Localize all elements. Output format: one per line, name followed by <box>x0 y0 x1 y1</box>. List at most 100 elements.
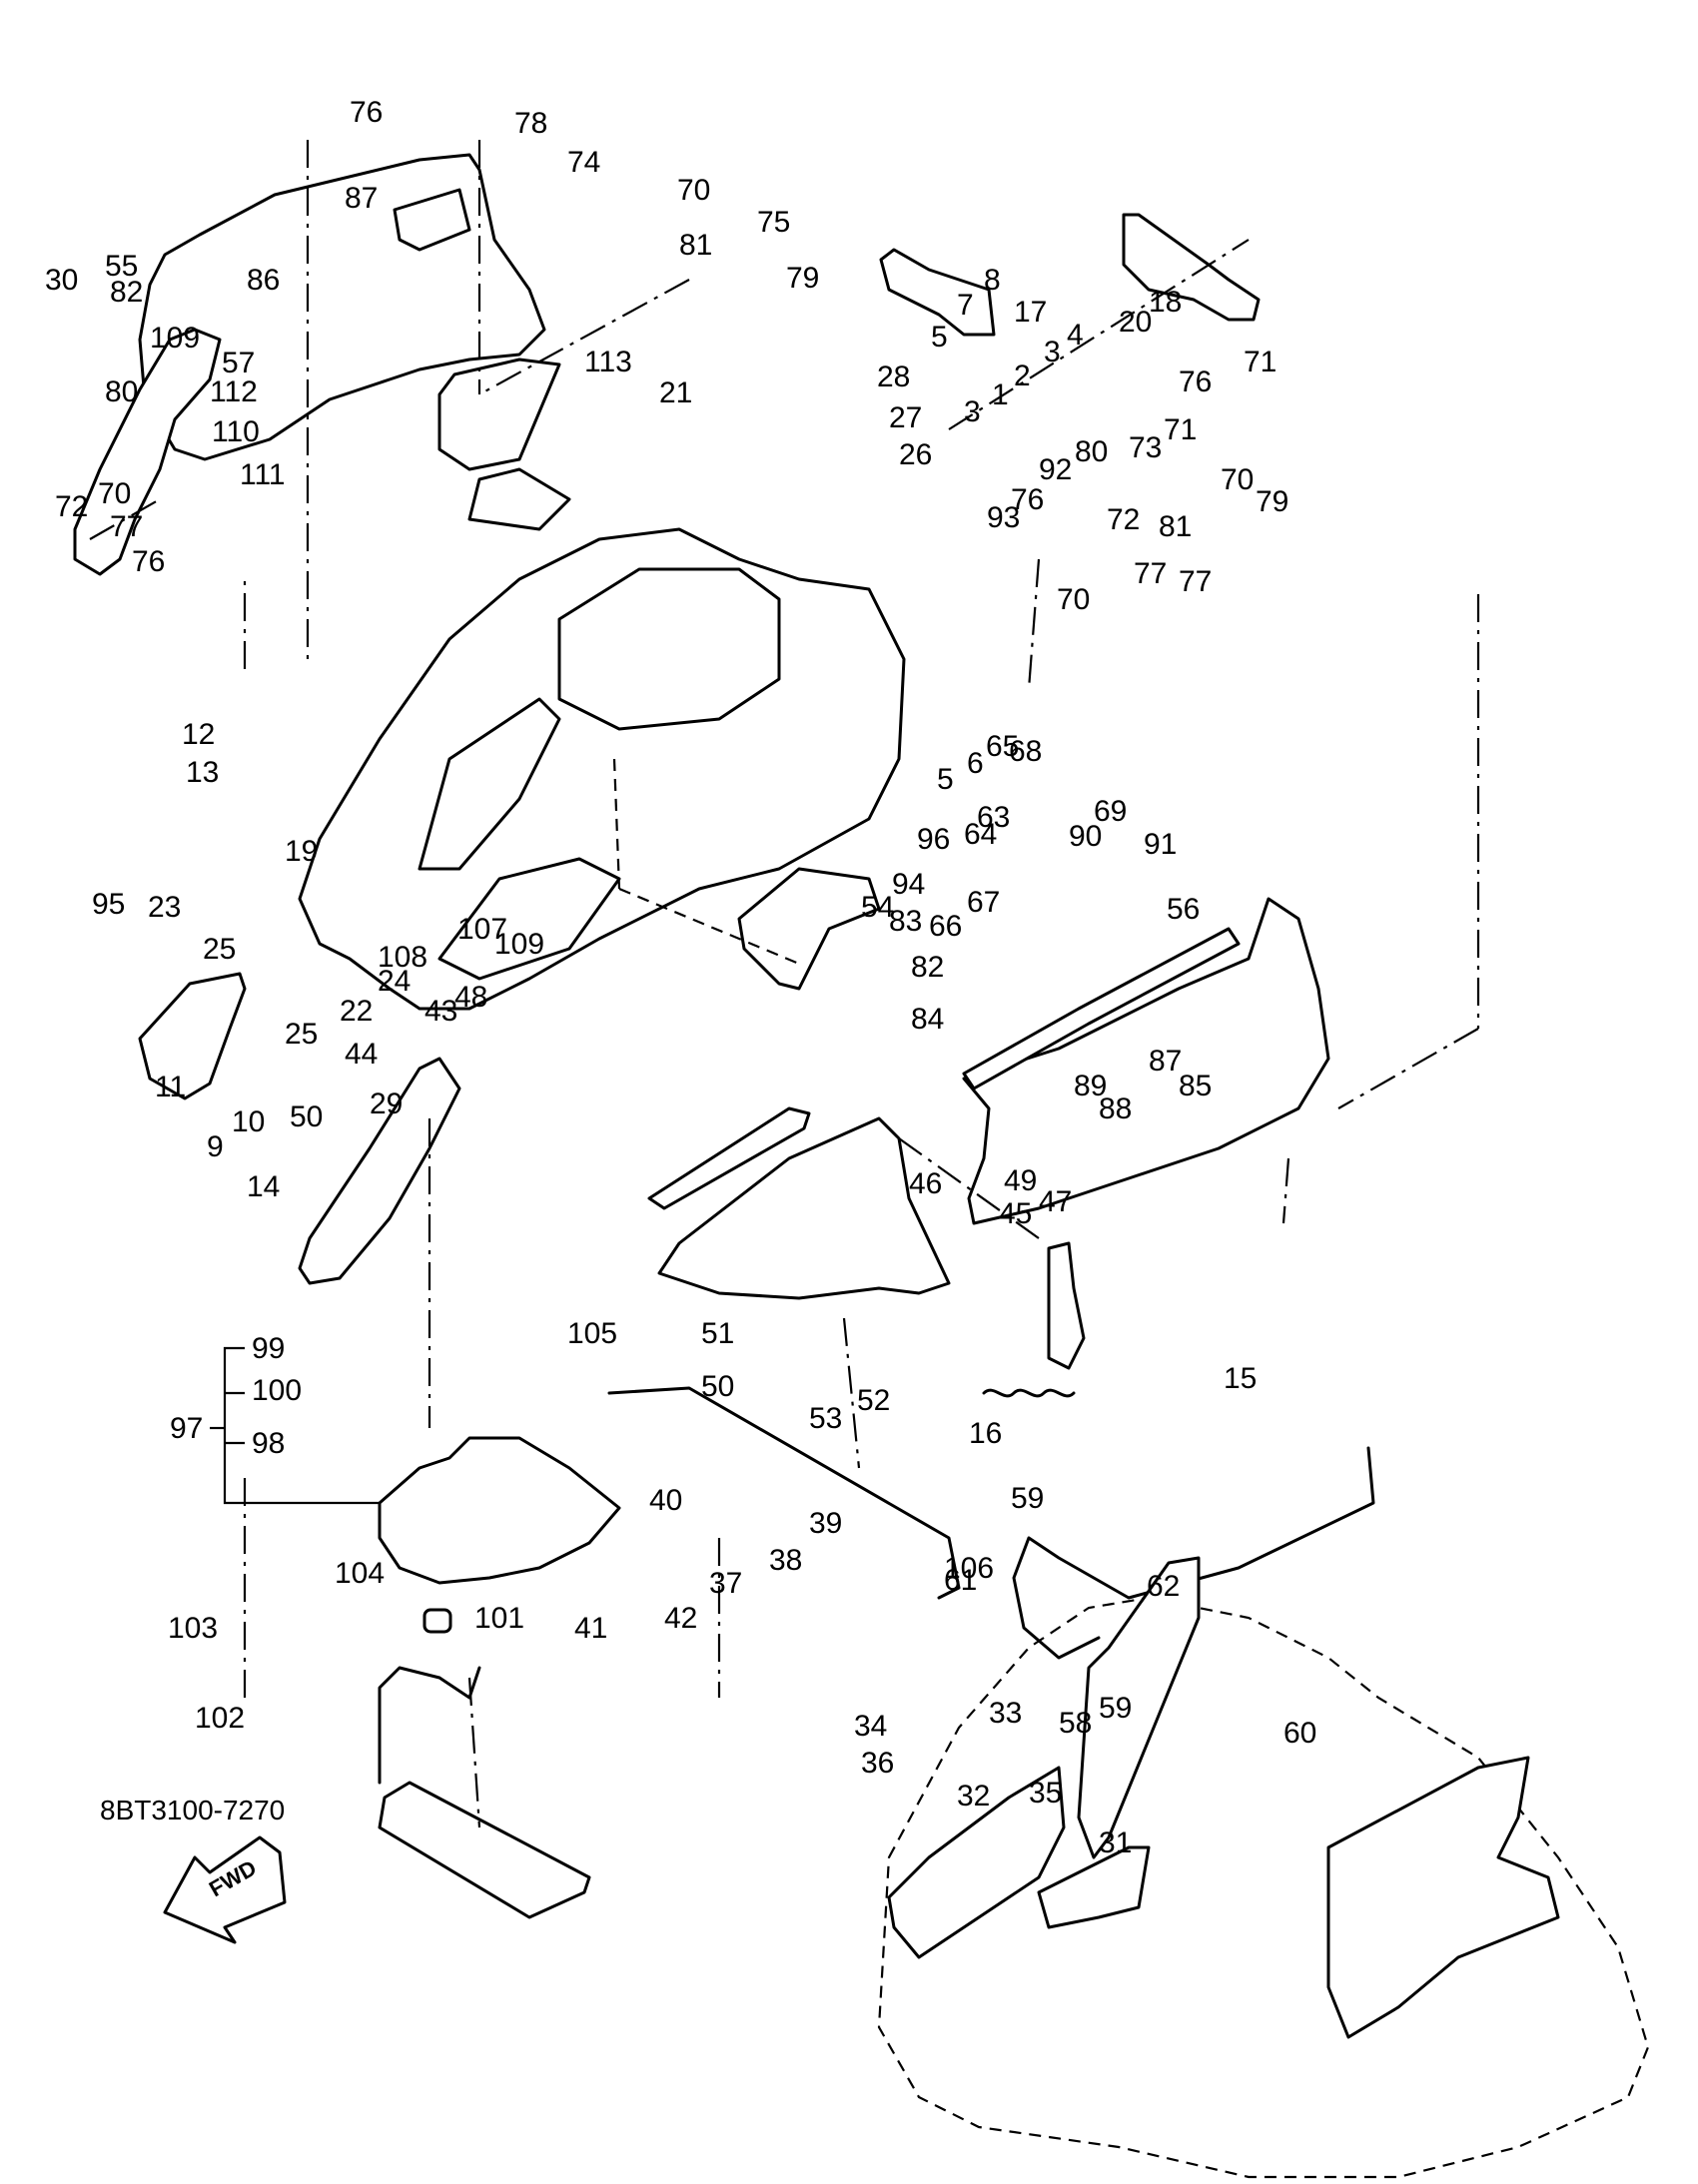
callout-58[interactable]: 58 <box>1059 1707 1092 1740</box>
callout-84[interactable]: 84 <box>911 1003 944 1036</box>
callout-62[interactable]: 62 <box>1147 1570 1180 1603</box>
callout-88[interactable]: 88 <box>1099 1092 1132 1125</box>
callout-94[interactable]: 94 <box>892 868 925 901</box>
callout-18[interactable]: 18 <box>1149 286 1182 319</box>
callout-112[interactable]: 112 <box>210 375 258 408</box>
callout-83[interactable]: 83 <box>889 905 922 938</box>
callout-98[interactable]: 98 <box>252 1427 285 1460</box>
callout-48[interactable]: 48 <box>454 981 487 1014</box>
callout-8[interactable]: 8 <box>984 264 1001 297</box>
callout-25[interactable]: 25 <box>285 1018 318 1051</box>
callout-7[interactable]: 7 <box>957 289 974 322</box>
callout-99[interactable]: 99 <box>252 1332 285 1365</box>
callout-105[interactable]: 105 <box>567 1317 617 1350</box>
callout-14[interactable]: 14 <box>247 1170 280 1203</box>
callout-71[interactable]: 71 <box>1164 413 1197 446</box>
callout-72[interactable]: 72 <box>1107 503 1140 536</box>
callout-106[interactable]: 106 <box>944 1552 994 1585</box>
callout-16[interactable]: 16 <box>969 1417 1002 1450</box>
callout-60[interactable]: 60 <box>1283 1717 1316 1750</box>
callout-3[interactable]: 3 <box>964 395 981 428</box>
callout-66[interactable]: 66 <box>929 910 962 943</box>
callout-11[interactable]: 11 <box>155 1071 186 1103</box>
callout-87[interactable]: 87 <box>1149 1045 1182 1078</box>
callout-33[interactable]: 33 <box>989 1697 1022 1730</box>
callout-19[interactable]: 19 <box>285 835 318 868</box>
callout-47[interactable]: 47 <box>1039 1185 1072 1218</box>
callout-81[interactable]: 81 <box>679 229 712 262</box>
callout-76[interactable]: 76 <box>132 545 165 578</box>
callout-38[interactable]: 38 <box>769 1544 802 1577</box>
callout-101[interactable]: 101 <box>474 1602 524 1635</box>
callout-23[interactable]: 23 <box>148 891 181 924</box>
callout-39[interactable]: 39 <box>809 1507 842 1540</box>
callout-95[interactable]: 95 <box>92 888 125 921</box>
callout-82[interactable]: 82 <box>110 276 143 309</box>
callout-76[interactable]: 76 <box>1011 483 1044 516</box>
callout-20[interactable]: 20 <box>1119 306 1152 339</box>
callout-97[interactable]: 97 <box>170 1412 203 1445</box>
callout-26[interactable]: 26 <box>899 438 932 471</box>
callout-51[interactable]: 51 <box>701 1317 734 1350</box>
callout-9[interactable]: 9 <box>207 1130 224 1163</box>
callout-32[interactable]: 32 <box>957 1780 990 1813</box>
callout-50[interactable]: 50 <box>290 1100 323 1133</box>
callout-42[interactable]: 42 <box>664 1602 697 1635</box>
callout-43[interactable]: 43 <box>424 995 457 1028</box>
callout-72[interactable]: 72 <box>55 490 88 523</box>
callout-70[interactable]: 70 <box>1057 583 1090 616</box>
callout-65[interactable]: 65 <box>986 730 1019 763</box>
callout-79[interactable]: 79 <box>786 262 819 295</box>
callout-40[interactable]: 40 <box>649 1484 682 1517</box>
callout-22[interactable]: 22 <box>340 995 373 1028</box>
callout-111[interactable]: 111 <box>240 458 286 491</box>
callout-96[interactable]: 96 <box>917 823 950 856</box>
callout-81[interactable]: 81 <box>1159 510 1192 543</box>
callout-50[interactable]: 50 <box>701 1370 734 1403</box>
callout-80[interactable]: 80 <box>105 375 138 408</box>
callout-91[interactable]: 91 <box>1144 828 1177 861</box>
callout-92[interactable]: 92 <box>1039 453 1072 486</box>
callout-59[interactable]: 59 <box>1099 1692 1132 1725</box>
callout-109[interactable]: 109 <box>150 322 200 355</box>
callout-73[interactable]: 73 <box>1129 431 1162 464</box>
callout-108[interactable]: 108 <box>378 941 427 974</box>
callout-100[interactable]: 100 <box>252 1374 302 1407</box>
callout-75[interactable]: 75 <box>757 206 790 239</box>
callout-12[interactable]: 12 <box>182 718 215 751</box>
callout-77[interactable]: 77 <box>1134 557 1167 590</box>
callout-31[interactable]: 31 <box>1099 1826 1132 1859</box>
callout-41[interactable]: 41 <box>574 1612 607 1645</box>
callout-71[interactable]: 71 <box>1244 346 1276 378</box>
callout-107[interactable]: 107 <box>457 913 507 946</box>
callout-90[interactable]: 90 <box>1069 820 1102 853</box>
callout-55[interactable]: 55 <box>105 250 138 283</box>
callout-15[interactable]: 15 <box>1224 1362 1257 1395</box>
callout-59[interactable]: 59 <box>1011 1482 1044 1515</box>
callout-17[interactable]: 17 <box>1014 296 1047 329</box>
callout-1[interactable]: 1 <box>992 378 1009 411</box>
callout-24[interactable]: 24 <box>378 965 411 998</box>
callout-46[interactable]: 46 <box>909 1167 942 1200</box>
callout-68[interactable]: 68 <box>1009 735 1042 768</box>
callout-93[interactable]: 93 <box>987 501 1020 534</box>
callout-61[interactable]: 61 <box>944 1564 977 1597</box>
callout-52[interactable]: 52 <box>857 1384 890 1417</box>
callout-27[interactable]: 27 <box>889 401 922 434</box>
callout-85[interactable]: 85 <box>1179 1070 1212 1102</box>
callout-35[interactable]: 35 <box>1029 1777 1062 1810</box>
callout-102[interactable]: 102 <box>195 1702 245 1735</box>
callout-36[interactable]: 36 <box>861 1747 894 1780</box>
callout-110[interactable]: 110 <box>212 415 260 448</box>
callout-104[interactable]: 104 <box>335 1557 385 1590</box>
callout-64[interactable]: 64 <box>964 818 997 851</box>
callout-54[interactable]: 54 <box>861 891 894 924</box>
callout-89[interactable]: 89 <box>1074 1070 1107 1102</box>
callout-29[interactable]: 29 <box>370 1088 403 1120</box>
callout-5[interactable]: 5 <box>937 763 954 796</box>
callout-87[interactable]: 87 <box>345 182 378 215</box>
callout-57[interactable]: 57 <box>222 347 255 379</box>
callout-103[interactable]: 103 <box>168 1612 218 1645</box>
callout-56[interactable]: 56 <box>1167 893 1200 926</box>
callout-3[interactable]: 3 <box>1044 336 1061 368</box>
